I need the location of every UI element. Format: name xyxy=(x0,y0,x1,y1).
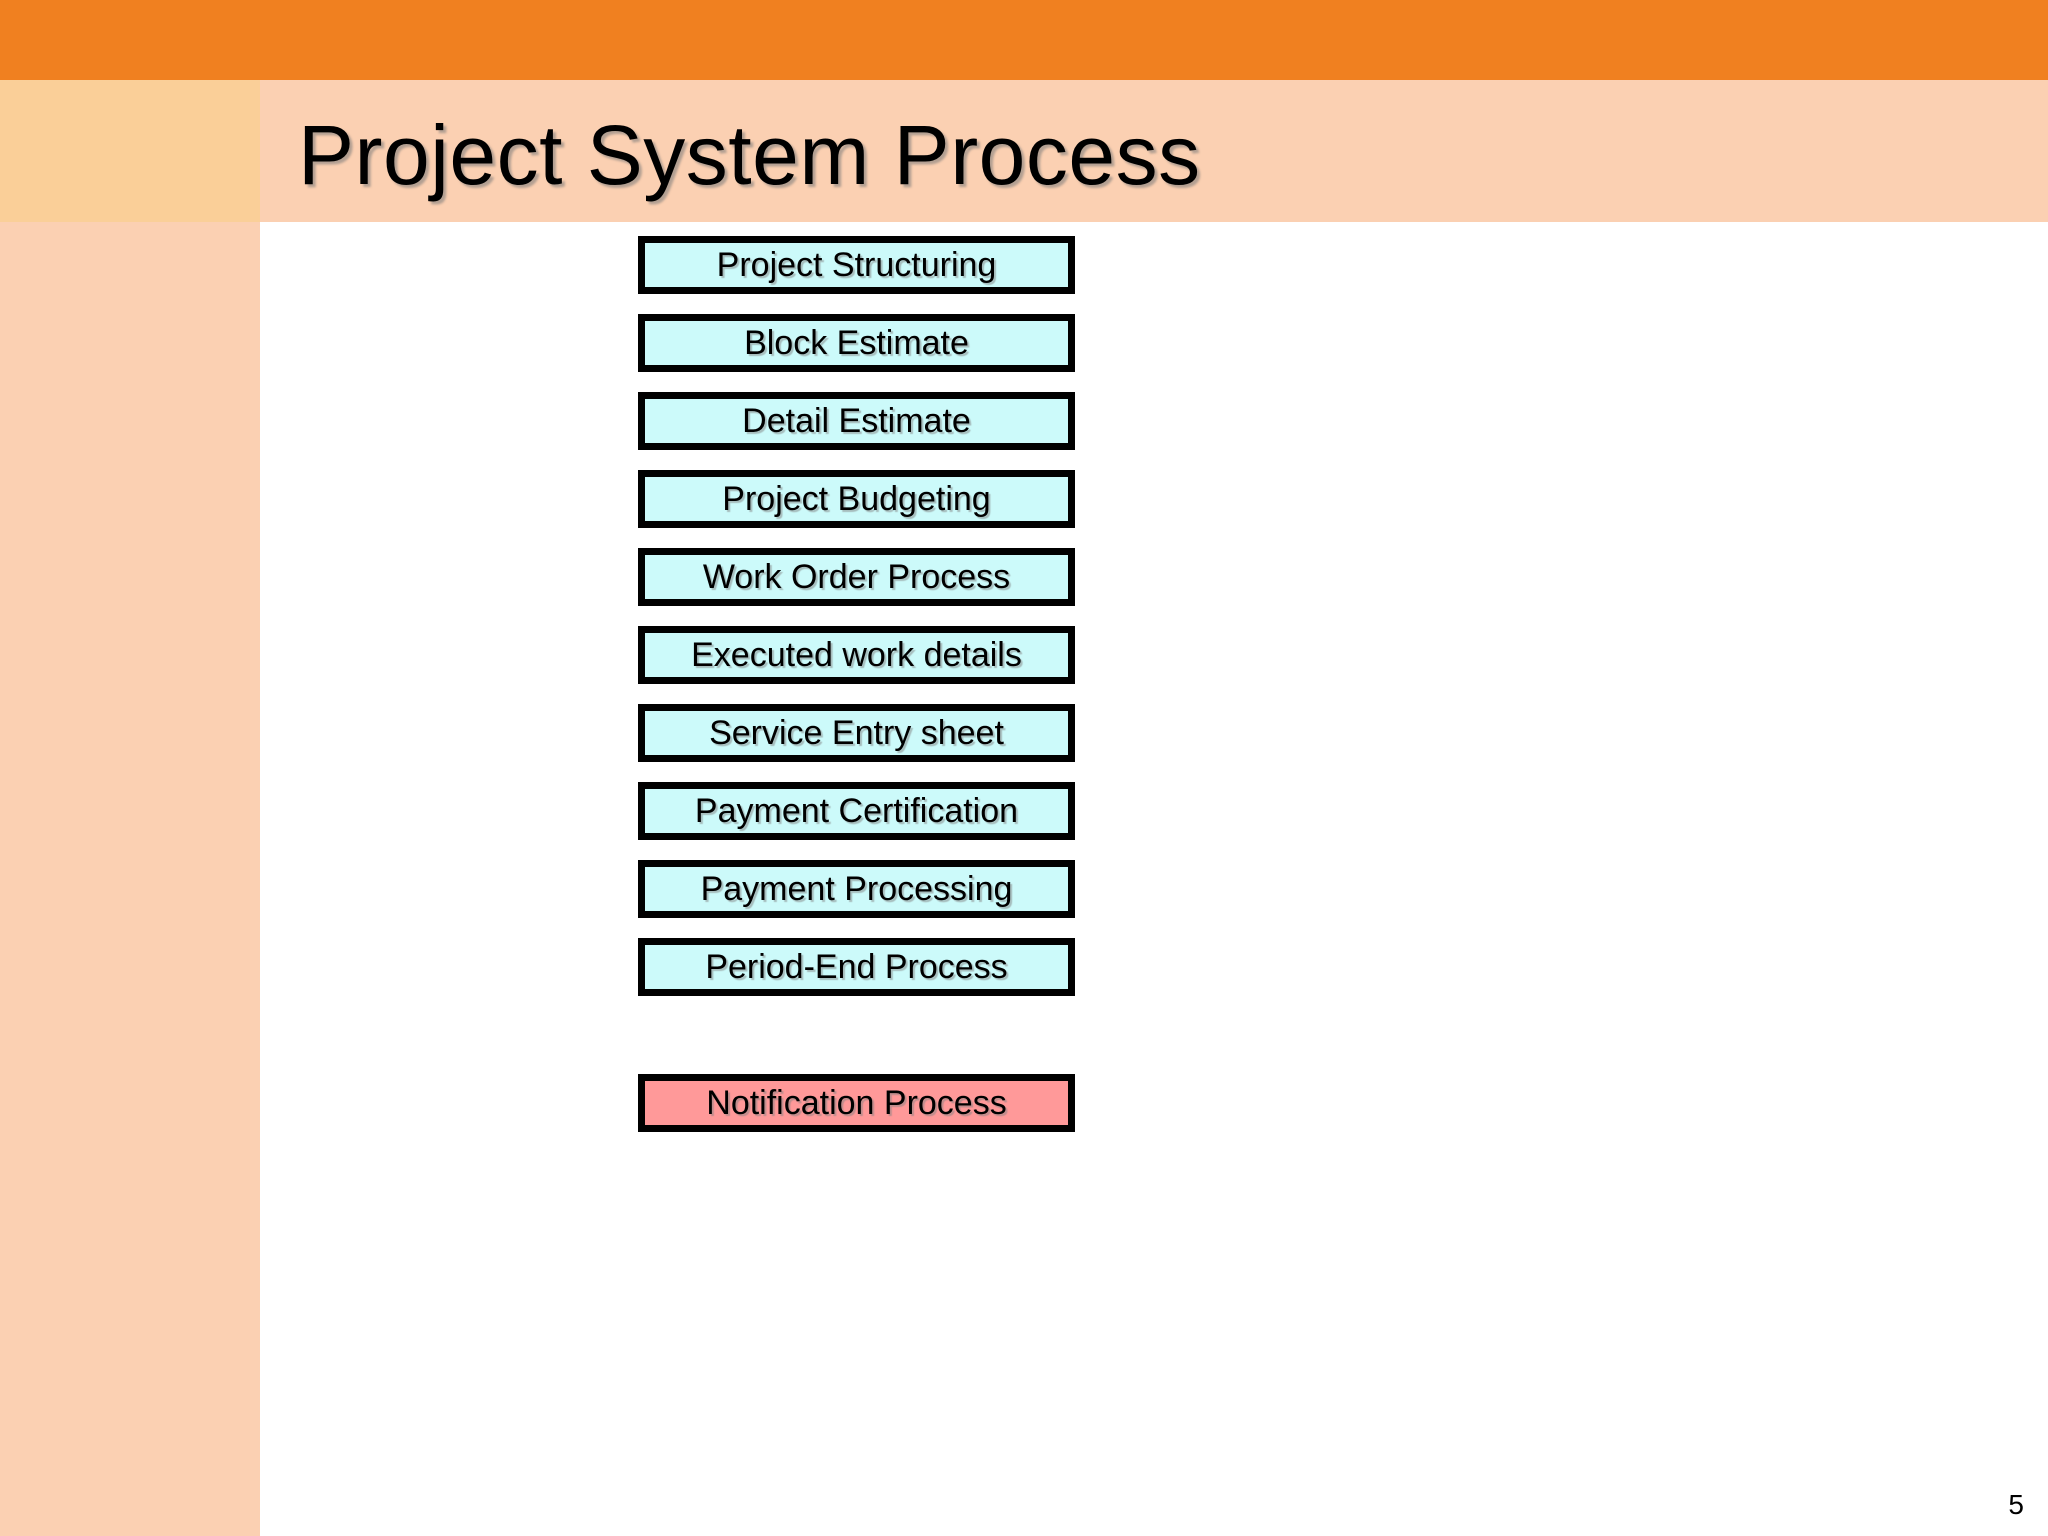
page-number: 5 xyxy=(2008,1489,2024,1520)
process-step-box[interactable]: Detail Estimate xyxy=(638,392,1075,450)
process-step-box[interactable]: Work Order Process xyxy=(638,548,1075,606)
process-step-box[interactable]: Project Budgeting xyxy=(638,470,1075,528)
process-step-box[interactable]: Block Estimate xyxy=(638,314,1075,372)
process-step-box[interactable]: Payment Processing xyxy=(638,860,1075,918)
process-flow-list: Project Structuring Block Estimate Detai… xyxy=(638,236,1075,1152)
process-step-box[interactable]: Period-End Process xyxy=(638,938,1075,996)
sidebar-lower-band xyxy=(0,222,260,1536)
process-step-box[interactable]: Payment Certification xyxy=(638,782,1075,840)
sidebar-upper-band xyxy=(0,80,260,222)
notification-process-box[interactable]: Notification Process xyxy=(638,1074,1075,1132)
title-band xyxy=(260,80,2048,222)
process-step-box[interactable]: Project Structuring xyxy=(638,236,1075,294)
process-step-box[interactable]: Executed work details xyxy=(638,626,1075,684)
page-title: Project System Process xyxy=(298,108,1201,202)
flow-spacer xyxy=(638,1016,1075,1074)
process-step-box[interactable]: Service Entry sheet xyxy=(638,704,1075,762)
top-accent-bar xyxy=(0,0,2048,80)
